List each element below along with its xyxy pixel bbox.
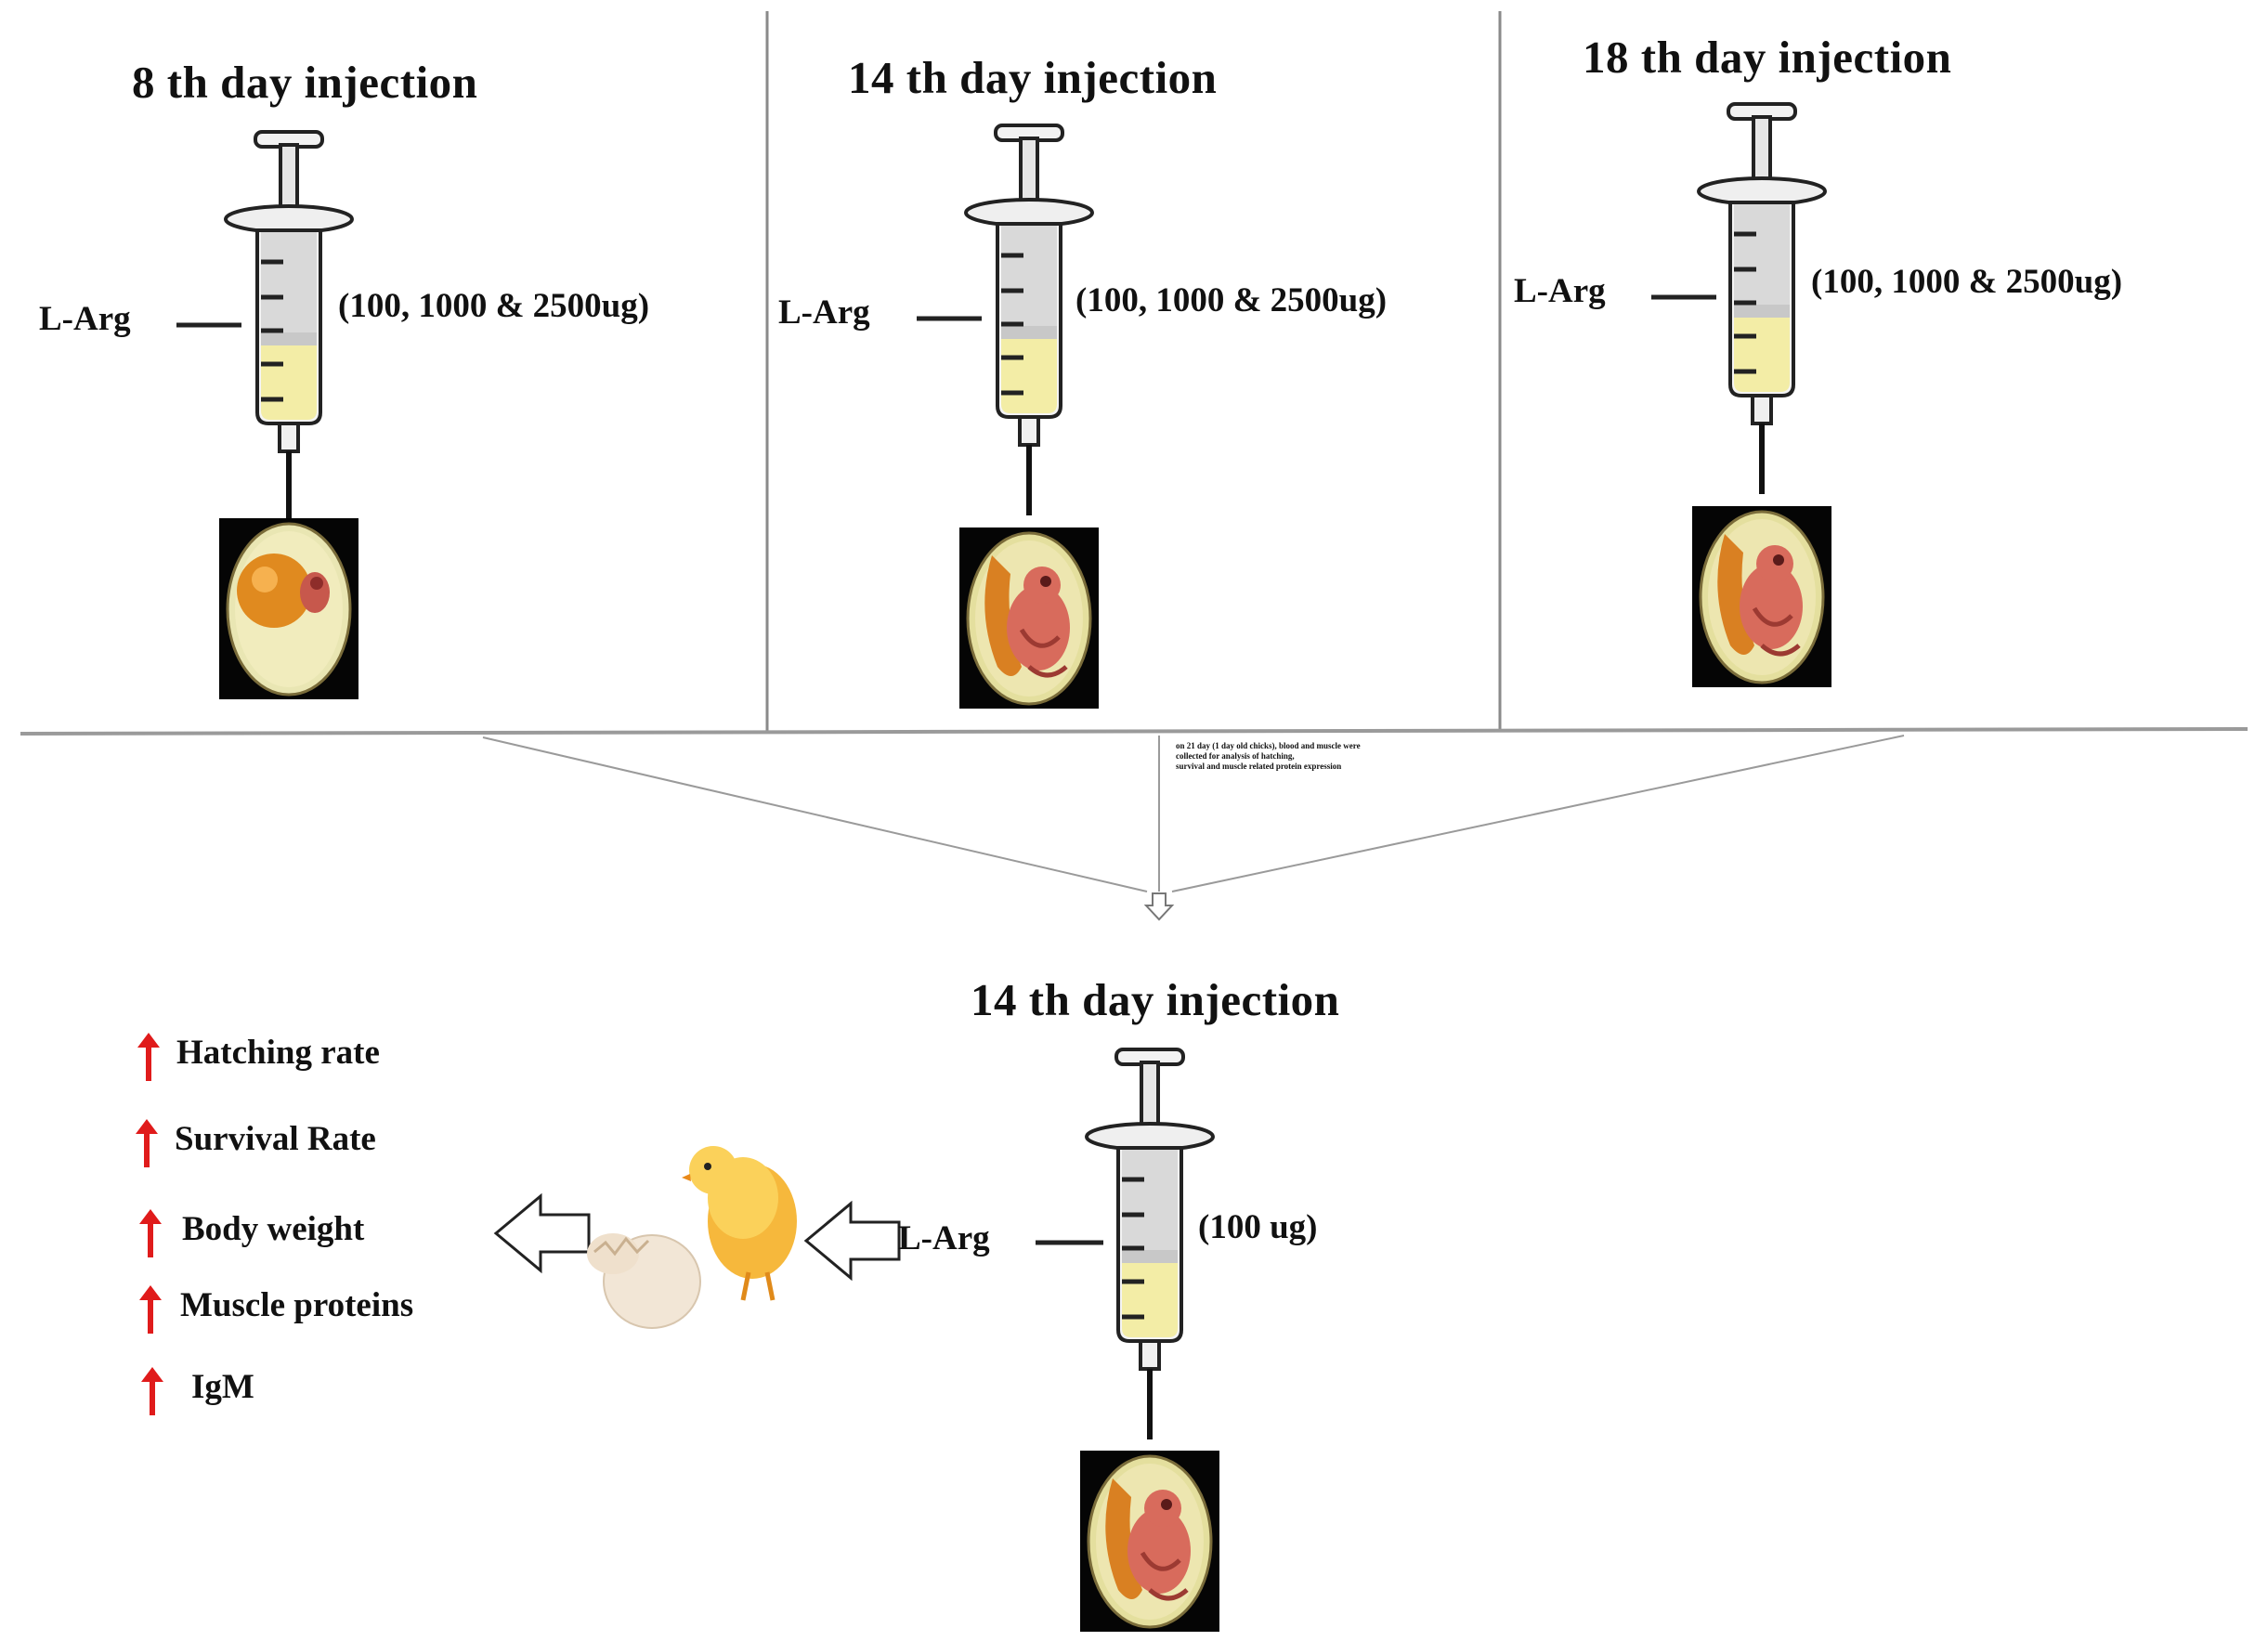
reagent-label-2: L-Arg [778,293,870,332]
converge-line-right [1171,735,1905,892]
dose-label-3: (100, 1000 & 2500ug) [1811,263,2123,301]
egg-icon-result [1080,1451,1219,1632]
collection-note-line-1: on 21 day (1 day old chicks), blood and … [1176,741,1361,750]
egg-icon-day8 [217,516,360,701]
down-arrow-icon [1143,892,1175,921]
collection-note: on 21 day (1 day old chicks), blood and … [1176,741,1361,772]
egg-icon-day18 [1692,506,1831,687]
hollow-arrow-icon-to-chick [804,1202,901,1280]
increase-arrow-icon-4 [139,1285,162,1334]
outcome-body-weight: Body weight [182,1210,365,1248]
converge-line-left [482,736,1148,892]
increase-arrow-icon-2 [136,1119,158,1167]
dose-label-1: (100, 1000 & 2500ug) [338,287,650,325]
syringe-icon-3 [1699,104,1825,494]
panel-title-day14: 14 th day injection [848,52,1218,103]
reagent-label-3: L-Arg [1514,272,1606,310]
collection-note-line-3: survival and muscle related protein expr… [1176,762,1342,771]
syringe-icon-1 [226,132,352,522]
panel-title-day8: 8 th day injection [132,57,478,108]
panel-title-day18: 18 th day injection [1583,32,1952,83]
outcome-muscle-proteins: Muscle proteins [180,1286,414,1324]
result-title: 14 th day injection [971,974,1340,1025]
dose-label-2: (100, 1000 & 2500ug) [1075,281,1388,319]
hollow-arrow-icon-to-outcomes [494,1194,591,1272]
chick-icon [587,1146,797,1329]
result-reagent-label: L-Arg [898,1219,990,1257]
result-dose-label: (100 ug) [1198,1208,1318,1246]
outcome-survival-rate: Survival Rate [175,1120,376,1158]
outcome-hatching-rate: Hatching rate [176,1034,380,1072]
increase-arrow-icon-1 [137,1033,160,1081]
outcome-igm: IgM [191,1368,254,1406]
reagent-label-1: L-Arg [39,300,131,338]
increase-arrow-icon-5 [141,1367,163,1415]
syringe-icon-2 [966,125,1092,515]
panel-baseline [20,727,2248,736]
collection-note-line-2: collected for analysis of hatching, [1176,751,1295,761]
syringe-icon-result [1087,1049,1213,1439]
increase-arrow-icon-3 [139,1209,162,1257]
egg-icon-day14 [959,527,1099,709]
